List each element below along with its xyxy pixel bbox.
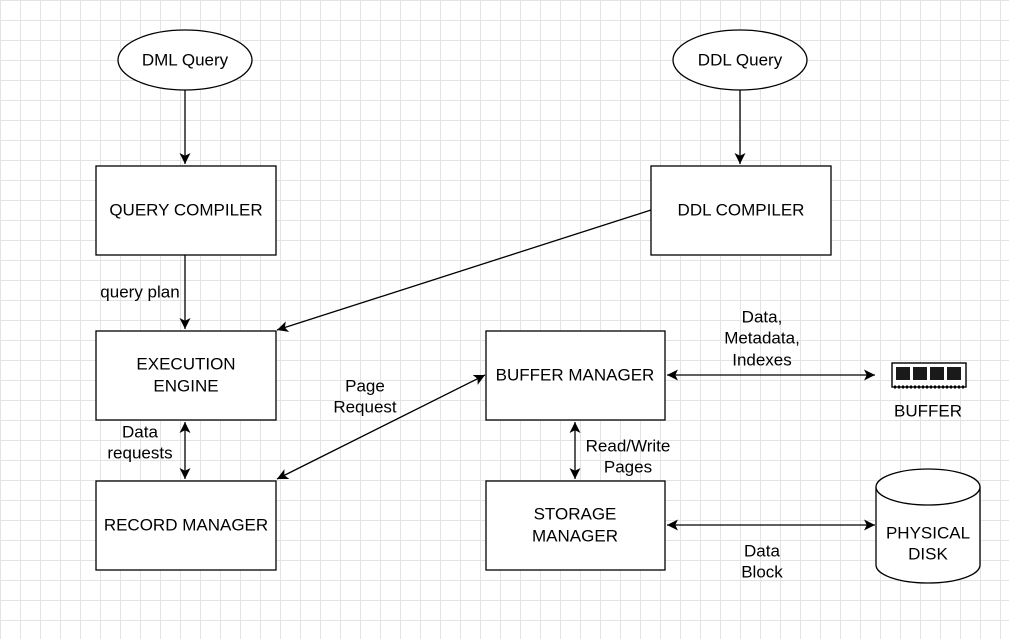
ddl-compiler-label: DDL COMPILER: [678, 201, 805, 220]
query-compiler-label: QUERY COMPILER: [109, 201, 262, 220]
memory-chip-icon: [891, 362, 967, 389]
execution-engine-label-line-2: ENGINE: [153, 377, 218, 396]
execution-engine-node: EXECUTION ENGINE: [95, 330, 277, 421]
buffer-manager-node: BUFFER MANAGER: [485, 330, 666, 421]
ddl-query-label: DDL Query: [698, 51, 783, 70]
read-write-pages-label-line-1: Read/Write: [586, 437, 671, 456]
storage-manager-label-line-1: STORAGE: [534, 505, 617, 524]
query-compiler-node: QUERY COMPILER: [95, 165, 277, 256]
execution-engine-label-line-1: EXECUTION: [136, 355, 235, 374]
database-cylinder-icon: [875, 468, 981, 584]
buffer-label: BUFFER: [894, 402, 962, 421]
storage-manager-node: STORAGE MANAGER: [485, 480, 666, 571]
buffer-manager-label: BUFFER MANAGER: [496, 366, 655, 385]
physical-disk-label-line-1: PHYSICAL: [886, 524, 970, 543]
storage-manager-label-line-2: MANAGER: [532, 527, 618, 546]
query-plan-label: query plan: [100, 283, 179, 302]
data-metadata-indexes-label-line-2: Metadata,: [724, 329, 800, 348]
page-request-label-line-2: Request: [333, 398, 397, 417]
data-block-label-line-1: Data: [744, 542, 780, 561]
ddl-compiler-node: DDL COMPILER: [650, 165, 832, 256]
physical-disk-label-line-2: DISK: [908, 545, 948, 564]
record-manager-label: RECORD MANAGER: [104, 516, 268, 535]
data-block-label-line-2: Block: [741, 563, 783, 582]
page-request-label-line-1: Page: [345, 377, 385, 396]
data-requests-label-line-2: requests: [107, 444, 172, 463]
data-requests-label-line-1: Data: [122, 423, 158, 442]
record-manager-node: RECORD MANAGER: [95, 480, 277, 571]
edge-record-manager-buffer-manager: [276, 374, 486, 480]
data-metadata-indexes-label-line-1: Data,: [742, 308, 783, 327]
dml-query-node: DML Query: [117, 29, 253, 91]
edge-ddl-compiler-to-execution-engine: [276, 209, 652, 332]
ddl-query-node: DDL Query: [672, 29, 808, 91]
buffer-node: BUFFER: [891, 362, 967, 421]
data-metadata-indexes-label-line-3: Indexes: [732, 351, 792, 370]
physical-disk-node: PHYSICAL DISK: [875, 468, 981, 584]
read-write-pages-label-line-2: Pages: [604, 458, 652, 477]
dml-query-label: DML Query: [142, 51, 229, 70]
